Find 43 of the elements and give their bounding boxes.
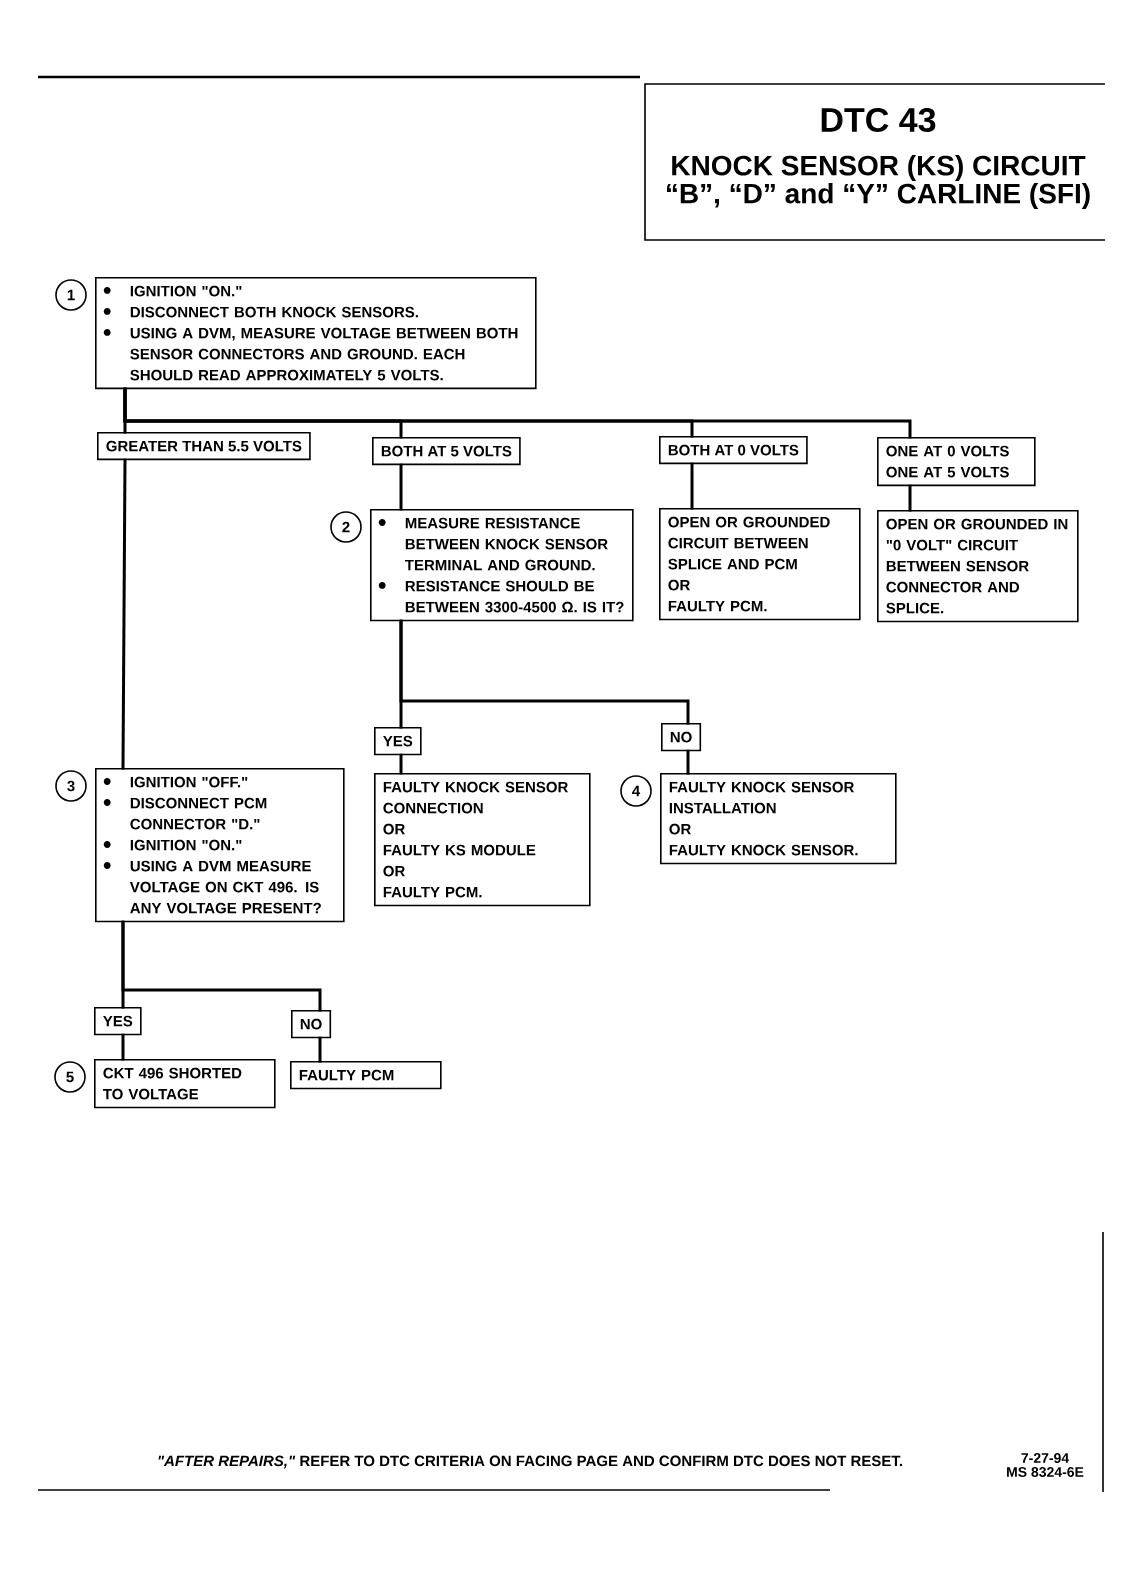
footer-note: "AFTER REPAIRS," REFER TO DTC CRITERIA ON FACING PAGE AND CONFIRM DTC DOES NOT RESET. xyxy=(158,1455,902,1469)
step-box: MEASURE RESISTANCE BETWEEN KNOCK SENSOR TERMINAL AND GROUND. RESISTANCE SHOULD BE BETWEEN 3300-4500 Ω. IS IT? xyxy=(370,509,634,622)
node-label: IGNITION "OFF." xyxy=(130,776,248,788)
node-label: IGNITION "ON." xyxy=(130,839,242,851)
answer-box: FAULTY KNOCK SENSOR INSTALLATION OR FAULTY KNOCK SENSOR. xyxy=(660,773,897,865)
answer-box: FAULTY KNOCK SENSOR CONNECTION OR FAULTY KS MODULE OR FAULTY PCM. xyxy=(374,773,591,907)
document-number: MS 8324-6E xyxy=(1007,1467,1084,1477)
connector-line xyxy=(908,484,912,512)
condition-box: GREATER THAN 5.5 VOLTS xyxy=(97,432,311,461)
condition-box: YES xyxy=(374,727,422,756)
connector-line xyxy=(690,462,694,510)
answer-box: CKT 496 SHORTED TO VOLTAGE xyxy=(94,1059,276,1109)
node-label: USING A DVM MEASURE VOLTAGE ON CKT 496. IS ANY VOLTAGE PRESENT? xyxy=(129,860,321,914)
connector-line xyxy=(399,753,403,775)
connector-line xyxy=(399,463,403,511)
answer-box: OPEN OR GROUNDED CIRCUIT BETWEEN SPLICE AND PCM OR FAULTY PCM. xyxy=(659,508,861,621)
answer-box: OPEN OR GROUNDED IN "0 VOLT" CIRCUIT BETWEEN SENSOR CONNECTOR AND SPLICE. xyxy=(877,510,1079,623)
connector-line xyxy=(121,1033,125,1061)
step-box: IGNITION "ON." DISCONNECT BOTH KNOCK SENSORS. USING A DVM, MEASURE VOLTAGE BETWEEN BOTH SENSOR CONNECTORS AND GROUND. EACH SHOULD READ APPROXIMATELY 5 VOLTS. xyxy=(95,277,537,390)
connector-line xyxy=(123,387,912,439)
condition-box: BOTH AT 0 VOLTS xyxy=(659,436,808,465)
step-number: 4 xyxy=(620,775,652,807)
condition-box: YES xyxy=(94,1007,142,1036)
condition-box: NO xyxy=(291,1010,332,1039)
subtitle: “B”, “D” and “Y” CARLINE (SFI) xyxy=(666,182,1090,210)
connector-line xyxy=(121,458,127,770)
node-label: DISCONNECT PCM CONNECTOR "D." xyxy=(130,797,267,830)
step-number: 5 xyxy=(54,1061,86,1093)
step-box: IGNITION "OFF." DISCONNECT PCM CONNECTOR "D." IGNITION "ON." USING A DVM MEASURE VOLTAGE ON CKT 496. IS ANY VOLTAGE PRESENT? xyxy=(95,768,345,923)
answer-box: ONE AT 0 VOLTS ONE AT 5 VOLTS xyxy=(877,437,1036,487)
connector-line xyxy=(686,749,690,775)
step-number: 1 xyxy=(55,279,87,311)
step-number: 3 xyxy=(55,770,87,802)
connector-line xyxy=(399,619,690,725)
condition-box: BOTH AT 5 VOLTS xyxy=(372,437,521,466)
step-number: 2 xyxy=(330,511,362,543)
connector-line xyxy=(318,1036,322,1063)
connector-line xyxy=(121,920,322,1012)
date-code: 7-27-94 xyxy=(1021,1453,1070,1463)
subtitle: KNOCK SENSOR (KS) CIRCUIT xyxy=(672,154,1086,182)
title: DTC 43 xyxy=(821,107,936,133)
answer-box: FAULTY PCM xyxy=(290,1061,442,1090)
condition-box: NO xyxy=(661,723,702,752)
